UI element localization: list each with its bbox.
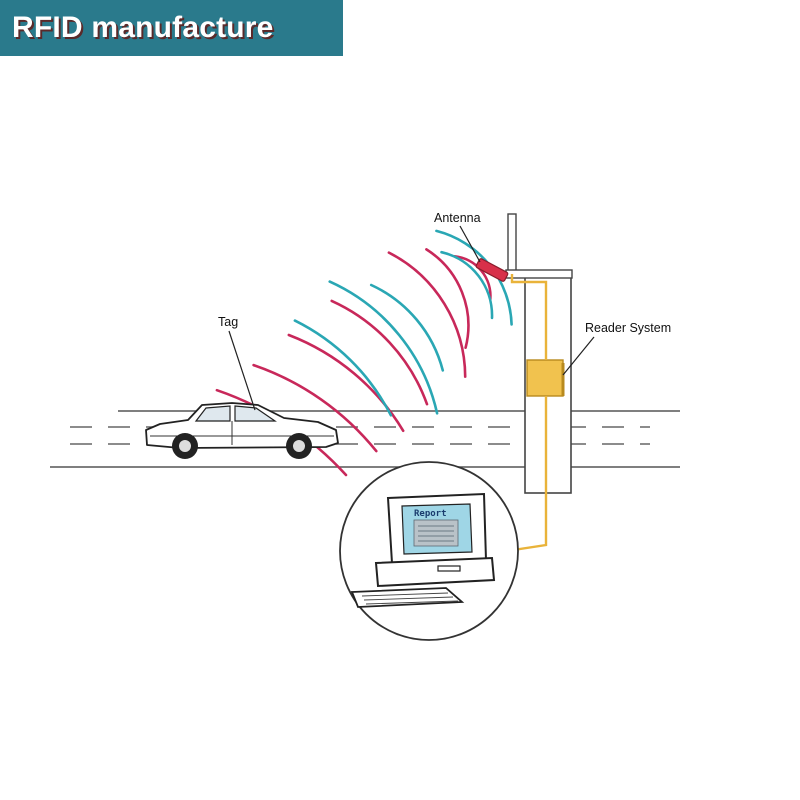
antenna-panel <box>475 258 509 282</box>
cable <box>506 274 548 553</box>
wave-arc <box>287 333 405 433</box>
tag-label: Tag <box>218 315 238 329</box>
car-hubcap-rear <box>293 440 305 452</box>
wave-arc <box>387 251 467 378</box>
antenna-arm <box>505 269 573 279</box>
antenna-leader <box>459 225 481 263</box>
antenna-mast <box>507 213 517 275</box>
wave-arc <box>328 280 439 415</box>
computer-callout: Report <box>339 461 519 641</box>
banner-title: RFID manufacture <box>12 11 274 44</box>
keyboard <box>350 587 465 608</box>
antenna-device <box>475 258 509 282</box>
disk-drive <box>437 565 461 572</box>
wave-arc <box>440 250 494 320</box>
wave-arc <box>425 248 470 349</box>
wave-arc <box>369 283 445 372</box>
car-window-rear <box>234 405 277 422</box>
reader-pole <box>505 213 573 494</box>
reader-label: Reader System <box>585 321 671 335</box>
computer-base <box>374 556 496 588</box>
reader-box <box>526 359 564 397</box>
keyboard-row <box>365 600 459 605</box>
keyboard-row <box>361 592 449 597</box>
car-hubcap-front <box>179 440 191 452</box>
report-document <box>413 519 459 547</box>
keyboard-row <box>363 596 454 601</box>
wave-arc <box>252 363 378 453</box>
reader-leader <box>562 336 595 376</box>
antenna-label: Antenna <box>434 211 481 225</box>
wave-arc <box>330 299 429 406</box>
radio-waves <box>215 229 513 477</box>
wave-arc <box>293 319 393 417</box>
car <box>145 402 339 459</box>
report-label: Report <box>414 509 447 519</box>
title-banner: RFID manufacture <box>0 0 343 56</box>
car-window-front <box>194 405 231 422</box>
tag-leader <box>228 330 256 411</box>
